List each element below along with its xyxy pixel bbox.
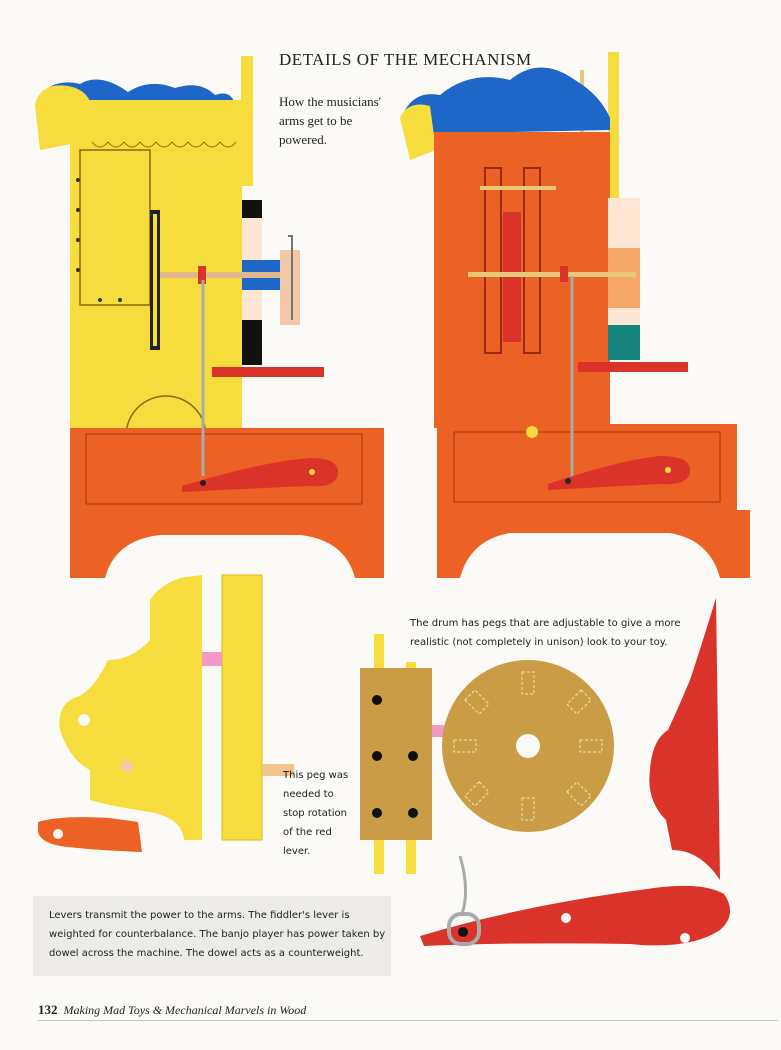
figure-shelf xyxy=(212,367,324,377)
cross-dowel xyxy=(160,272,280,278)
weighted-lever xyxy=(420,885,731,946)
base-feet xyxy=(70,514,384,578)
drum-frame-block xyxy=(360,668,432,840)
drum-caption: The drum has pegs that are adjustable to… xyxy=(410,618,681,648)
spacer-board xyxy=(221,574,263,841)
red-side-profile xyxy=(649,598,720,880)
page-title: DETAILS OF THE MECHANISM xyxy=(279,50,532,69)
figure-shelf xyxy=(578,362,688,372)
head-carving xyxy=(400,104,436,160)
blue-crest xyxy=(40,79,234,102)
blue-crest xyxy=(404,67,610,134)
small-red-lever xyxy=(38,817,142,852)
page-number: 132 xyxy=(38,1002,58,1017)
back-post xyxy=(608,52,619,212)
page-footer: 132 Making Mad Toys & Mechanical Marvels … xyxy=(38,1002,306,1018)
arm-linkage-right xyxy=(523,167,541,354)
peg-caption: This peg was needed to stop rotation of … xyxy=(283,770,349,857)
lever-pivot xyxy=(447,912,481,946)
pink-dowel xyxy=(202,652,222,666)
stop-peg xyxy=(262,764,294,776)
arm-linkage-left xyxy=(484,167,502,354)
drum-pegs xyxy=(453,671,603,821)
back-board xyxy=(241,56,253,186)
orange-cabinet xyxy=(434,132,610,428)
fiddler-lever xyxy=(182,458,338,492)
book-title: Making Mad Toys & Mechanical Marvels in … xyxy=(63,1003,307,1017)
levers-caption: Levers transmit the power to the arms. T… xyxy=(33,896,391,976)
base-feet xyxy=(437,510,750,578)
page-subtitle: How the musicians' arms get to be powere… xyxy=(279,94,381,147)
side-panel-profile xyxy=(59,575,202,840)
footer-rule xyxy=(38,1020,778,1021)
banjo-lever xyxy=(548,456,690,490)
